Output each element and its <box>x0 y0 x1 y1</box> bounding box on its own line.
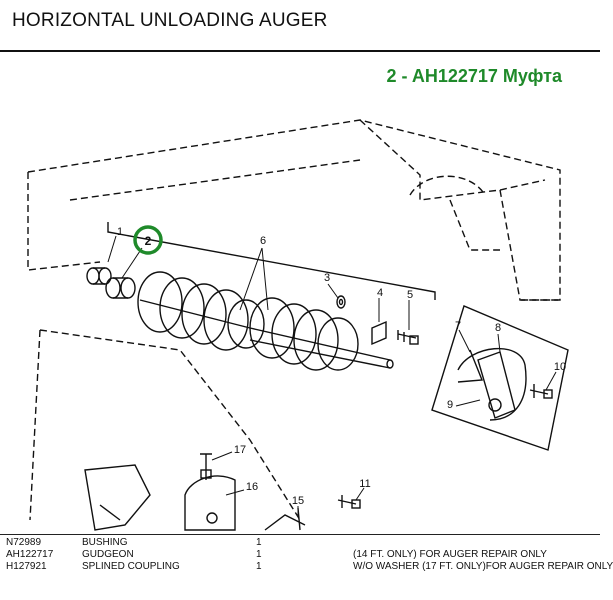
exploded-view-drawing: 1 2 3 4 5 6 7 8 9 10 11 15 16 17 <box>27 119 569 531</box>
bolt-part-10 <box>529 384 553 399</box>
bracket-part-4 <box>371 320 387 346</box>
bolt-part-11 <box>337 495 361 509</box>
callout-9: 9 <box>447 399 453 411</box>
part-qty: 1 <box>256 561 262 572</box>
bolt-part-17 <box>200 453 212 480</box>
callout-3: 3 <box>324 272 330 284</box>
callout-labels: 1 2 3 4 5 6 7 8 9 10 11 15 16 17 <box>117 226 566 507</box>
callout-6: 6 <box>260 235 266 247</box>
callout-4: 4 <box>377 287 383 299</box>
callout-17: 17 <box>234 444 246 456</box>
part-number: N72989 <box>6 537 42 548</box>
highlighted-part-label: 2 - AH122717 Муфта <box>386 66 562 86</box>
auger-housing <box>27 119 561 301</box>
callout-10: 10 <box>554 361 566 373</box>
callout-1: 1 <box>117 226 123 238</box>
part-note: (14 FT. ONLY) FOR AUGER REPAIR ONLY <box>353 549 547 560</box>
page-title: HORIZONTAL UNLOADING AUGER <box>12 10 328 31</box>
table-row: AH122717 GUDGEON 1 (14 FT. ONLY) FOR AUG… <box>0 549 600 560</box>
callout-5: 5 <box>407 289 413 301</box>
callout-15: 15 <box>292 495 304 507</box>
part-qty: 1 <box>256 549 262 560</box>
callout-7: 7 <box>455 320 461 332</box>
table-top-rule <box>0 534 600 535</box>
title-divider <box>0 50 600 52</box>
callout-11: 11 <box>359 478 370 490</box>
lower-assembly-outline <box>29 329 301 521</box>
lower-left-bracket <box>84 464 151 531</box>
bearing-housing-part-16 <box>184 475 236 531</box>
auger-flighting-left <box>137 271 265 351</box>
auger-group-bracket <box>107 222 436 300</box>
highlight-ring <box>133 225 163 255</box>
washer-part-3 <box>336 295 346 309</box>
part-note: W/O WASHER (17 FT. ONLY)FOR AUGER REPAIR… <box>353 561 613 572</box>
part-description: BUSHING <box>82 537 128 548</box>
callout-8: 8 <box>495 322 501 334</box>
table-row: H127921 SPLINED COUPLING 1 W/O WASHER (1… <box>0 561 613 572</box>
shield-assembly <box>431 305 569 451</box>
part-description: GUDGEON <box>82 549 134 560</box>
callout-2: 2 <box>145 234 152 248</box>
part-description: SPLINED COUPLING <box>82 561 180 572</box>
bushing-part-1 <box>86 267 112 285</box>
parts-diagram-page: HORIZONTAL UNLOADING AUGER 2 - AH122717 … <box>0 10 613 572</box>
part-number: H127921 <box>6 561 47 572</box>
table-row: N72989 BUSHING 1 <box>0 537 600 548</box>
gudgeon-part-2 <box>105 277 136 299</box>
part-number: AH122717 <box>6 549 54 560</box>
callout-leaders <box>107 235 557 515</box>
bracket-part-15 <box>264 507 306 531</box>
callout-16: 16 <box>246 481 258 493</box>
bolt-part-5 <box>397 330 419 345</box>
part-qty: 1 <box>256 537 262 548</box>
auger-flighting-right <box>249 297 394 371</box>
